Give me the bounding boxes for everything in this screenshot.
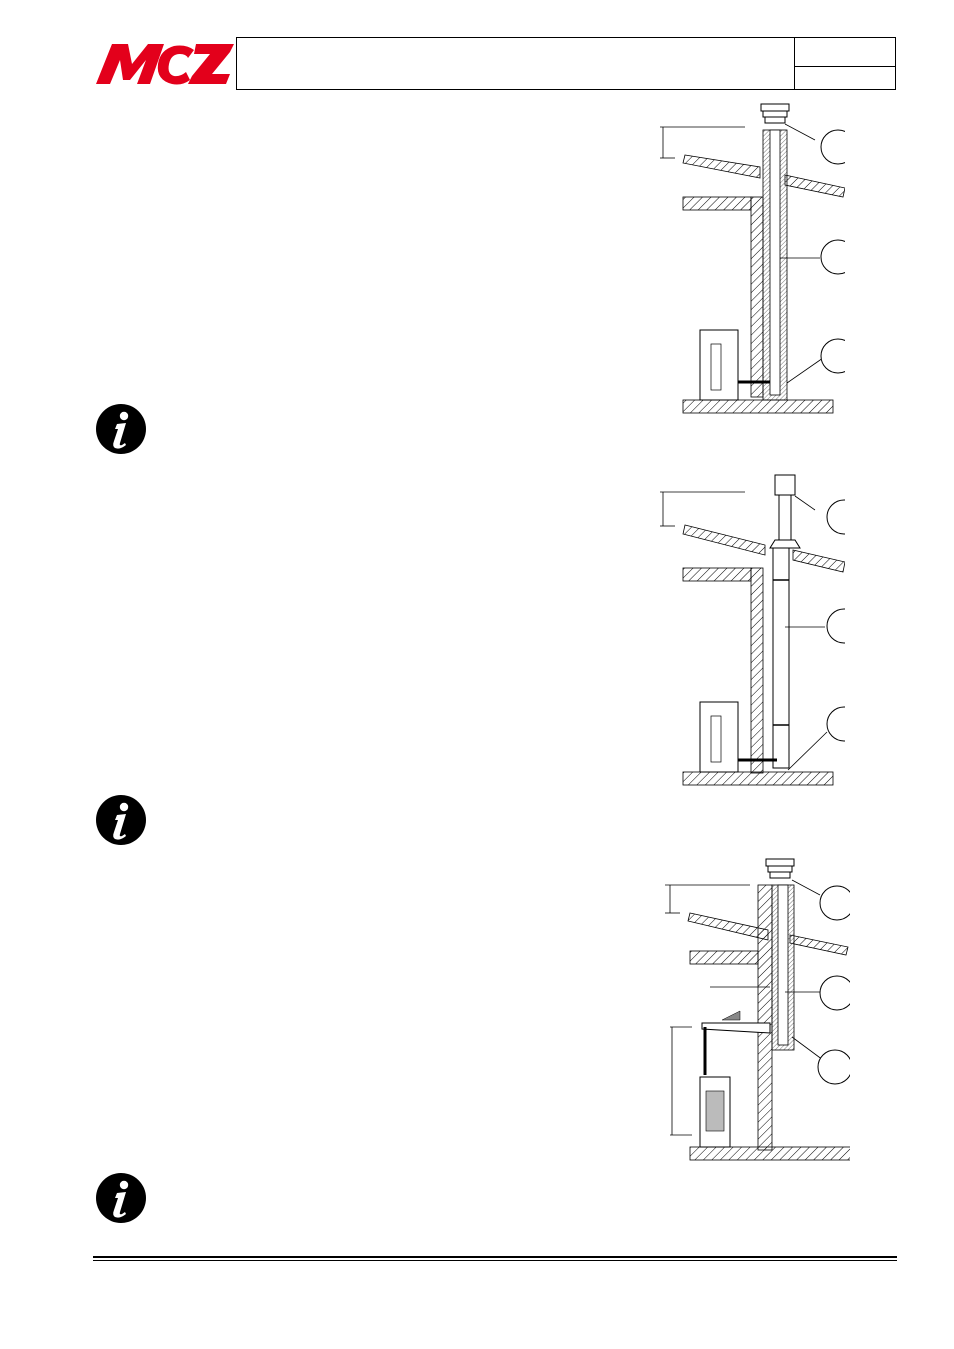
figure-1-internal-flue (660, 103, 845, 414)
mcz-logo (96, 44, 234, 85)
header-page-divider (794, 66, 896, 68)
header-divider (794, 37, 796, 90)
figure-3-existing-chimney (665, 858, 850, 1161)
info-icon (96, 1173, 146, 1223)
figure-2-external-flue (660, 474, 845, 786)
info-icon (96, 795, 146, 845)
footer-rule (93, 1256, 897, 1258)
header-title-box (236, 37, 896, 90)
footer-rule-thin (93, 1260, 897, 1261)
info-icon (96, 404, 146, 454)
